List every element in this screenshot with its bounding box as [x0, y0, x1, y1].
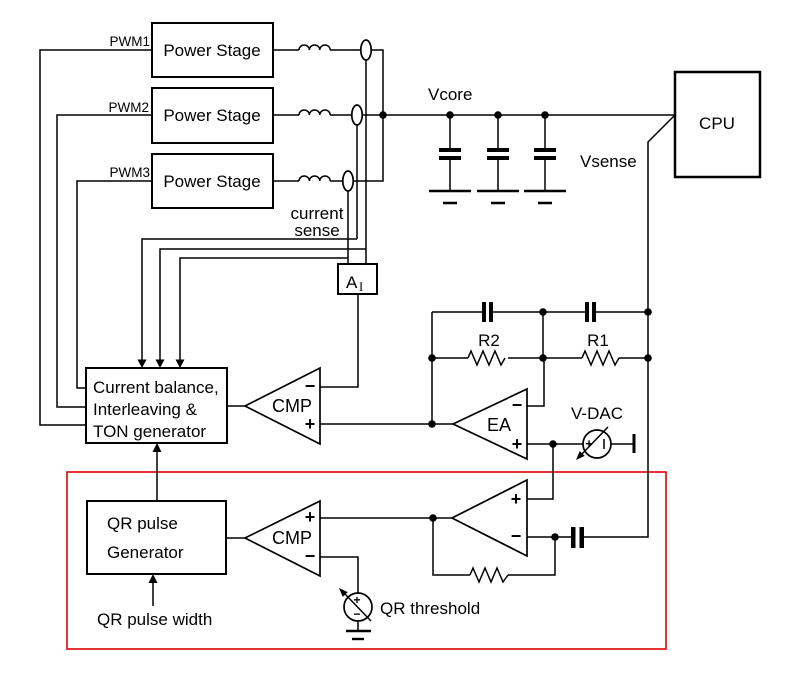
ea-amplifier [451, 387, 528, 461]
comp-cap1-plate [592, 302, 596, 322]
qr-block-line1: QR pulse [107, 514, 178, 533]
qr-pulse-width-label: QR pulse width [97, 610, 212, 629]
ea-label: EA [487, 415, 511, 435]
comp-cap2-plate [482, 302, 486, 322]
inductor-3 [298, 175, 331, 182]
balance-block-box [85, 367, 228, 444]
cmp-plus-sign: + [305, 414, 316, 434]
feedback-resistor [469, 566, 509, 584]
power-stage-2-box [151, 87, 274, 144]
cap-bank-wires [449, 115, 546, 191]
pwm2-label: PWM2 [109, 100, 150, 115]
pwm1-wire [39, 49, 152, 426]
vdac-to-buffer-wire [527, 444, 554, 500]
qr-threshold-label: QR threshold [380, 599, 480, 618]
cap2-plate [487, 148, 509, 152]
qr-generator-box [86, 500, 227, 575]
qr-cmp-label: CMP [272, 528, 312, 548]
phase3-output-wire [273, 115, 384, 182]
cap1-plate [439, 148, 461, 152]
cap1-plate [439, 156, 461, 160]
current-amp-subscript: I [359, 280, 363, 294]
r2-label: R2 [478, 331, 500, 350]
current-sense-feed-wires [141, 238, 366, 360]
balance-block-line2: Interleaving & [93, 400, 198, 419]
current-amp-box [337, 263, 378, 295]
qr-cmp-plus-sign: + [305, 507, 316, 527]
vdac-source-icon [582, 429, 612, 459]
sense-arrowhead-icon [137, 359, 147, 368]
vcore-cap-bank [429, 115, 566, 205]
cmp-label: CMP [272, 396, 312, 416]
cap2-plate [487, 156, 509, 160]
balance-block-line1: Current balance, [93, 378, 219, 397]
qr-cap-plate [579, 527, 584, 548]
junction-dots [379, 111, 652, 541]
qr-source-plus-sign: + [353, 593, 360, 607]
buffer-plus-sign: + [511, 489, 522, 509]
vdac-plus-sign: + [585, 436, 593, 451]
arrowheads [137, 359, 185, 583]
resistor-r1 [581, 349, 620, 367]
current-amp-output-wire [320, 294, 359, 388]
qr-cmp-minus-wire [320, 556, 359, 593]
inductor-1 [298, 44, 331, 51]
vsense-wire [584, 115, 675, 538]
buffer-minus-sign: − [511, 526, 522, 546]
power-stage-2-label: Power Stage [163, 106, 260, 125]
current-sensor-1 [359, 39, 373, 61]
cmp-minus-sign: − [305, 376, 316, 396]
vdac-adjust-arrow-line [581, 426, 609, 455]
sense-arrowhead-icon [155, 359, 165, 368]
buffer-feedback-wire [432, 518, 556, 576]
cmp-comparator [243, 366, 321, 446]
comp-cap2-plate [489, 302, 493, 322]
resistor-r2 [467, 349, 506, 367]
current-sensor-2 [350, 104, 364, 126]
power-stage-3-box [151, 153, 274, 209]
pwm1-label: PWM1 [110, 34, 151, 49]
vcore-label: Vcore [428, 85, 472, 104]
ea-minus-wire [527, 358, 545, 407]
ea-minus-sign: − [512, 395, 523, 415]
qr-input-arrowhead-icon [148, 574, 158, 583]
comp-cap1-plate [585, 302, 589, 322]
cpu-box [673, 70, 762, 179]
current-sensor-3 [341, 170, 355, 192]
qr-cap-plate [571, 527, 576, 548]
qr-up-arrowhead-icon [152, 443, 162, 452]
current-sense-tap-wires [347, 60, 367, 264]
inductor-2 [298, 109, 331, 116]
qr-comparator [243, 499, 321, 578]
r1-label: R1 [587, 331, 609, 350]
qr-adjust-arrow-line [344, 593, 372, 622]
pwm2-wire [56, 114, 152, 408]
pwm3-wire [76, 180, 152, 389]
current-amp-label: A [346, 273, 358, 292]
power-stage-1-label: Power Stage [163, 41, 260, 60]
current-sense-label-line1: current [291, 204, 344, 223]
qr-section-highlight-box [66, 471, 667, 650]
vsense-label: Vsense [580, 152, 637, 171]
vdac-adjust-arrowhead-icon [576, 451, 585, 460]
power-stage-3-label: Power Stage [163, 172, 260, 191]
phase1-output-wire [273, 49, 384, 115]
pwm3-label: PWM3 [110, 165, 151, 180]
qr-block-line2: Generator [107, 543, 184, 562]
sense-arrowhead-icon [175, 359, 185, 368]
current-sense-label-line2: sense [294, 221, 339, 240]
balance-block-line3: TON generator [93, 422, 206, 441]
qr-cmp-minus-sign: − [305, 546, 316, 566]
ea-plus-sign: + [512, 434, 523, 454]
cap3-plate [534, 156, 556, 160]
qr-source-minus-sign: − [353, 607, 360, 621]
buffer-amplifier [450, 478, 528, 558]
cap3-plate [534, 148, 556, 152]
power-stage-1-box [151, 22, 274, 78]
qr-adjust-arrowhead-icon [339, 588, 348, 597]
vdac-label: V-DAC [571, 404, 623, 423]
cpu-label: CPU [699, 114, 735, 133]
